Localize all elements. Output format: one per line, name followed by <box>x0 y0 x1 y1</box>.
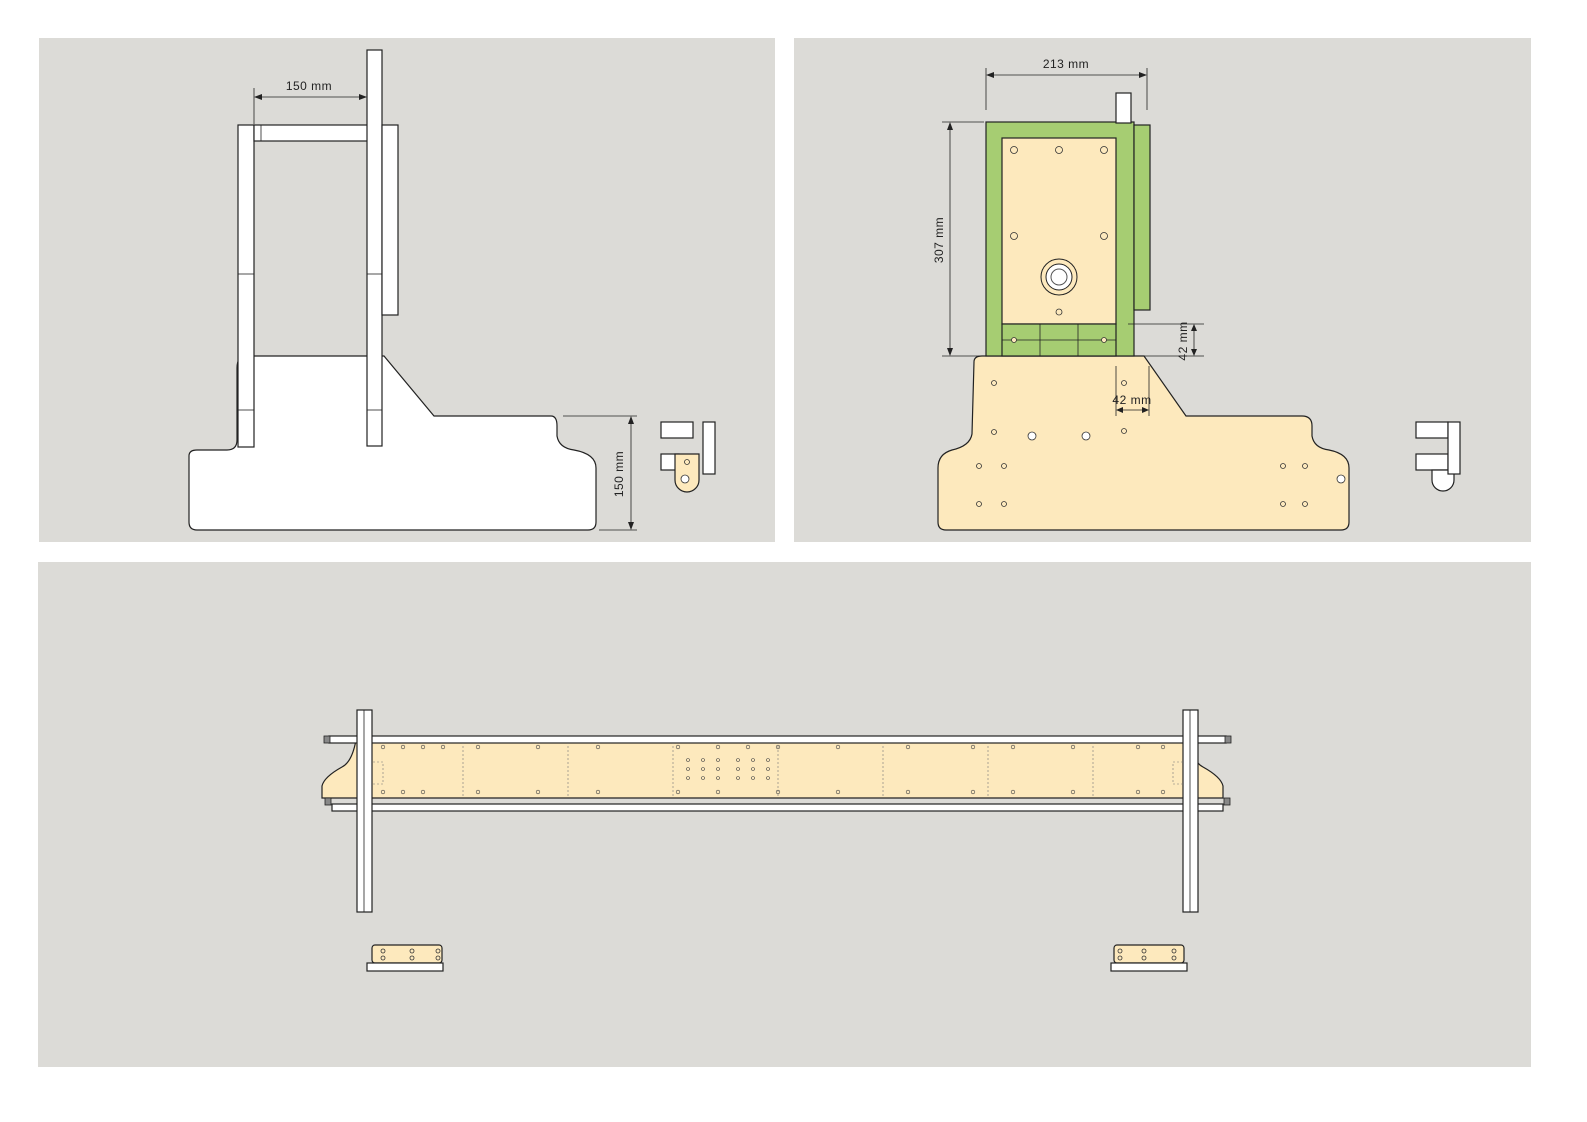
front-base-plate <box>937 355 1350 531</box>
top-view-panel <box>38 562 1531 1067</box>
front-dim-vertical-label: 42 mm <box>1176 321 1190 360</box>
top-left-upright <box>356 709 373 913</box>
top-view-drawing <box>321 709 1232 972</box>
top-right-clamp-block <box>1110 944 1188 972</box>
front-carriage-plate <box>1001 137 1117 325</box>
side-right-upright <box>366 49 383 447</box>
spindle-bearing-icon <box>1040 258 1078 296</box>
front-dim-horizontal-label: 42 mm <box>1112 393 1151 407</box>
side-dim-height-label: 150 mm <box>612 451 626 497</box>
front-dim-width-label: 213 mm <box>1043 57 1089 71</box>
side-dim-width-label: 150 mm <box>286 79 332 93</box>
top-left-clamp-block <box>366 944 444 972</box>
top-right-upright <box>1182 709 1199 913</box>
side-top-bar <box>253 124 370 142</box>
side-mount-plate <box>381 124 399 316</box>
side-view-drawing: 150 mm 150 mm <box>188 49 716 531</box>
front-view-panel: 213 mm 307 mm 42 mm 42 mm <box>794 38 1531 542</box>
top-rail-upper <box>328 735 1227 744</box>
side-view-panel: 150 mm 150 mm <box>39 38 775 542</box>
front-view-drawing: 213 mm 307 mm 42 mm 42 mm <box>932 57 1461 531</box>
top-long-plate <box>321 739 1224 799</box>
side-clamp-icon <box>660 421 716 493</box>
side-left-upright <box>237 124 255 448</box>
front-dim-height-label: 307 mm <box>932 217 946 263</box>
top-rail-lower <box>331 803 1224 812</box>
front-clamp-icon <box>1415 421 1461 492</box>
side-base-plate <box>188 355 597 531</box>
